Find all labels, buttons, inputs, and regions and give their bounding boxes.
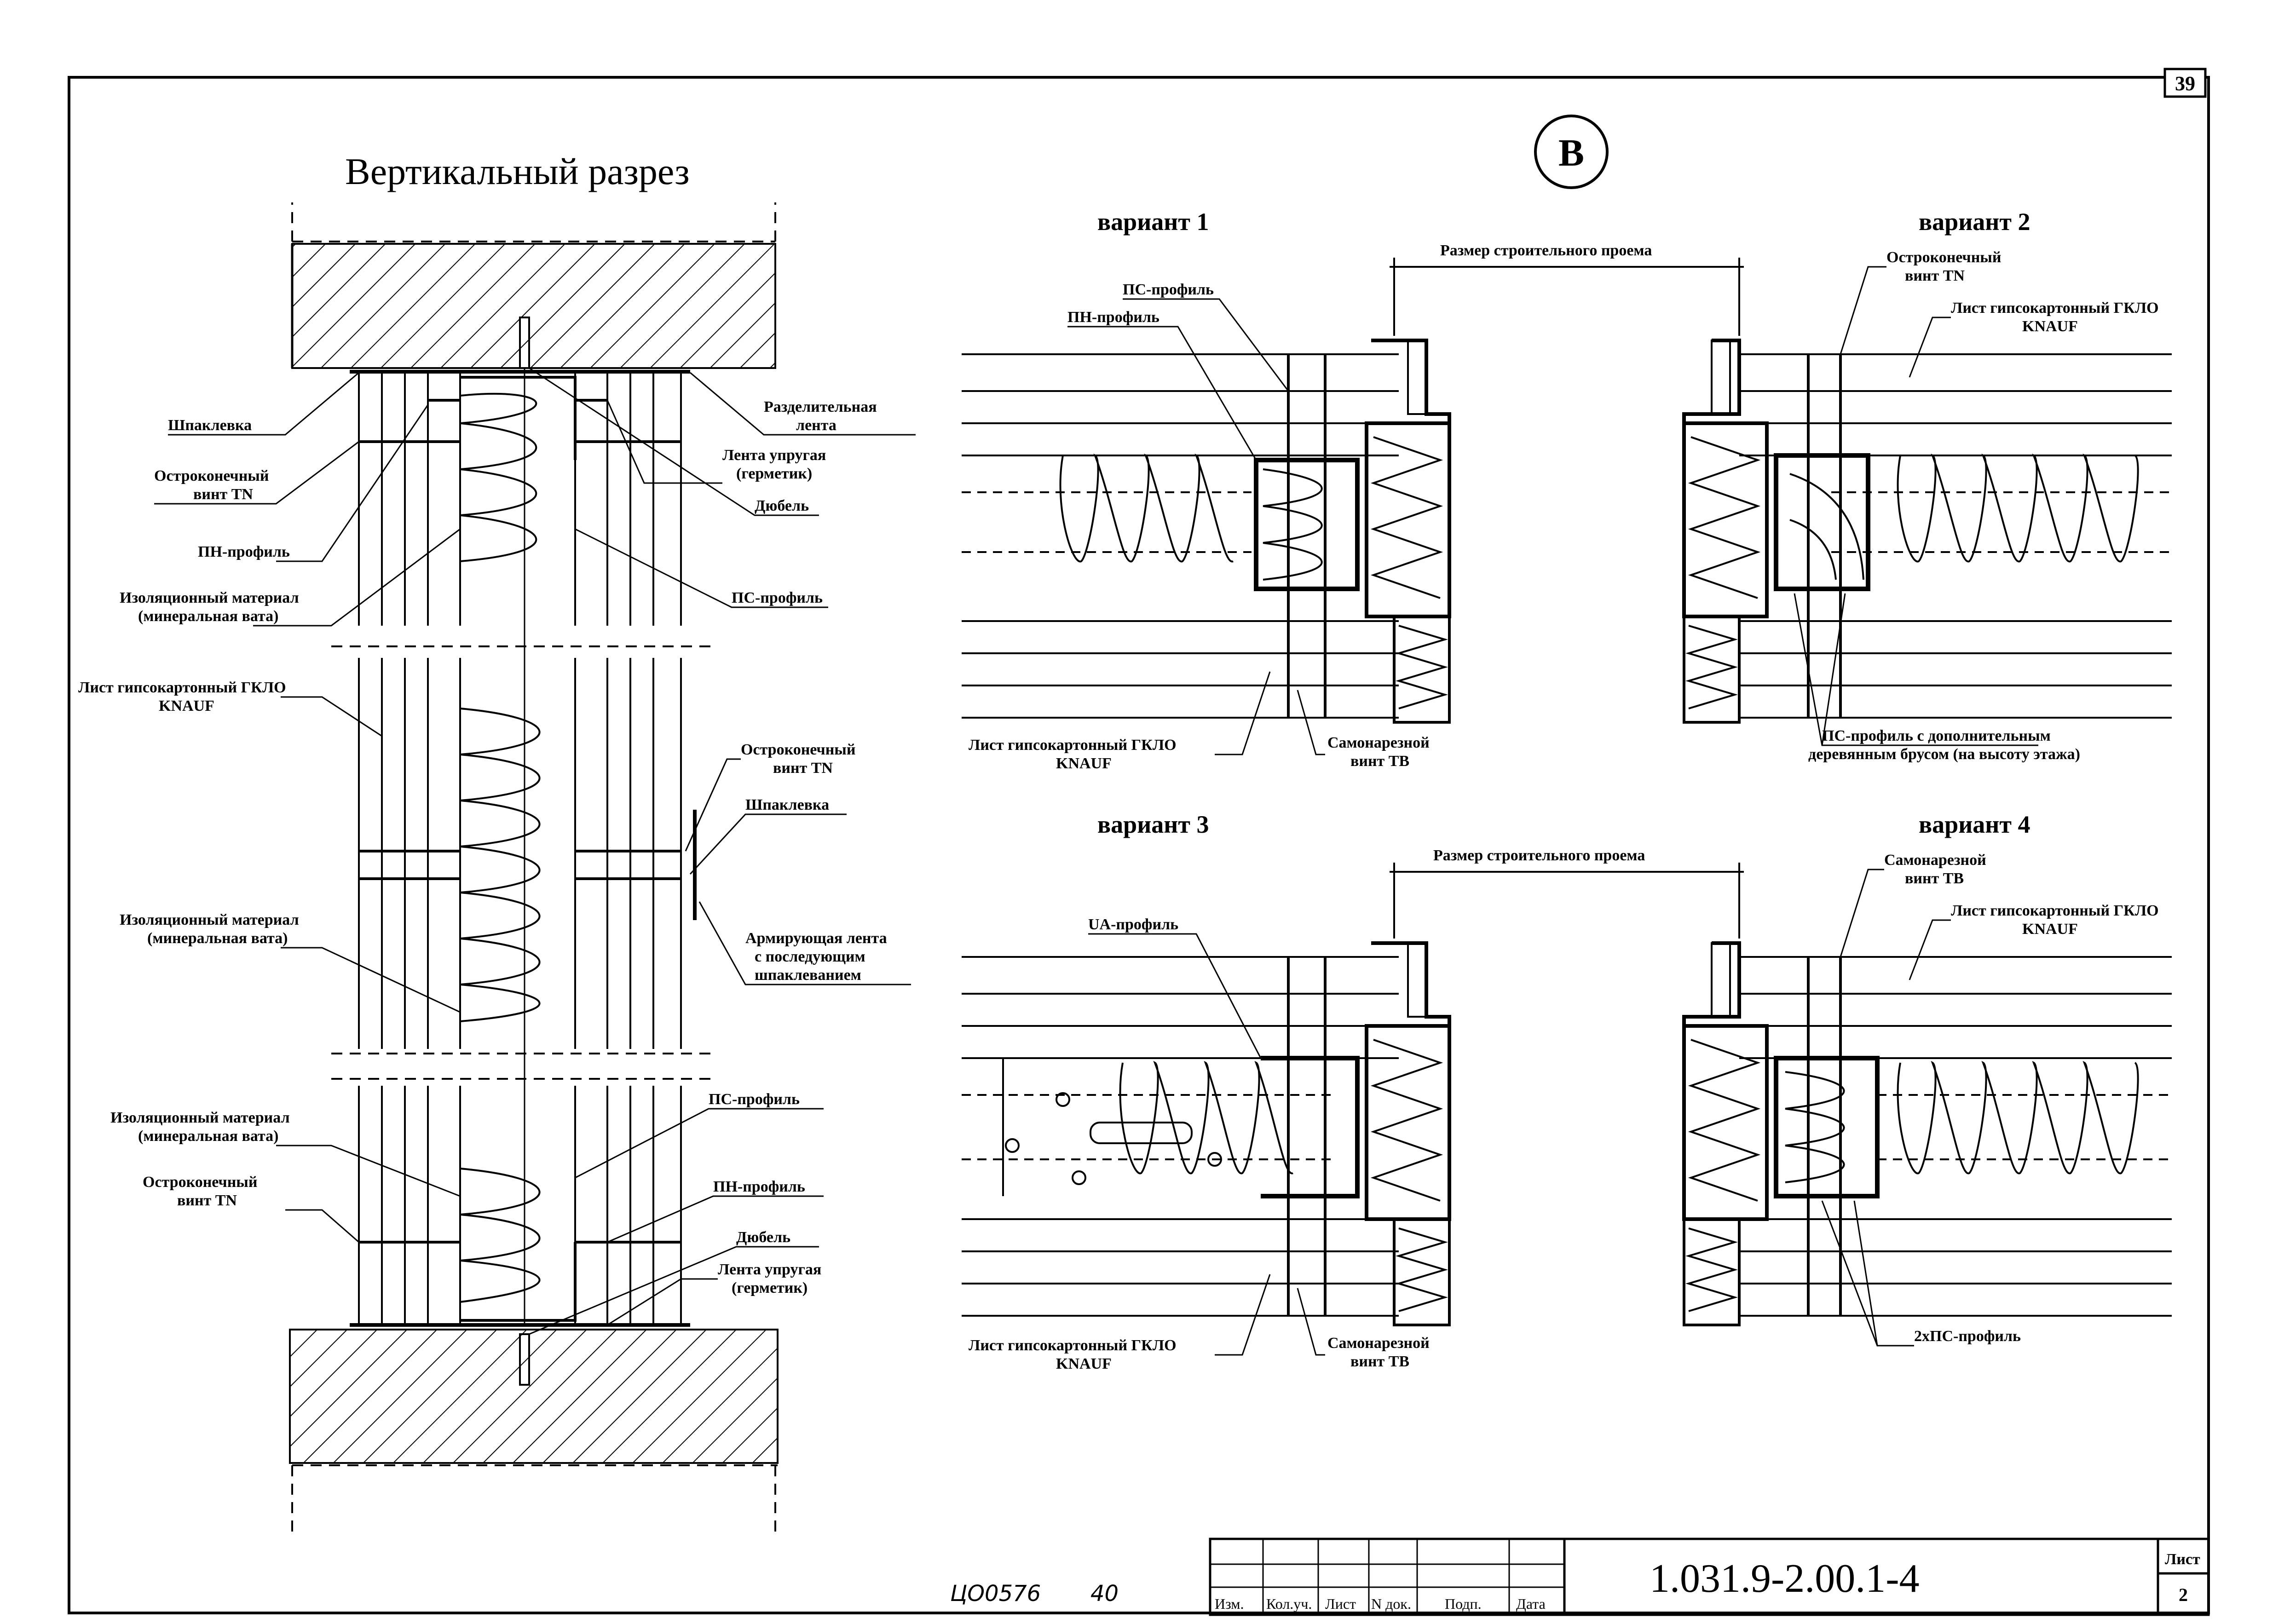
label-pn-top: ПН-профиль (198, 543, 290, 560)
label-izol-mid-2: (минеральная вата) (147, 930, 288, 947)
label-izol-top-2: (минеральная вата) (138, 608, 278, 625)
opening-dimension-top (1390, 258, 1744, 336)
variant-4-labels: Самонарезной винт TB Лист гипсокартонный… (1884, 852, 2159, 1345)
variant-3-labels: UA-профиль Лист гипсокартонный ГКЛО KNAU… (969, 916, 1430, 1372)
variant-1-drawing (962, 339, 1451, 724)
sheet-label: Лист (2165, 1551, 2200, 1568)
label-ostro-top-2: винт TN (193, 486, 253, 503)
section-mark: В (1534, 115, 1609, 189)
vertical-section-labels: Шпаклевка Разделительная лента Остроконе… (78, 398, 887, 1296)
v1-label-gklo-2: KNAUF (1056, 755, 1112, 772)
v3-label-gklo-1: Лист гипсокартонный ГКЛО (969, 1337, 1177, 1354)
variant-1-labels: ПС-профиль ПН-профиль Лист гипсокартонны… (969, 281, 1430, 772)
label-ostro-mid-2: винт TN (773, 760, 833, 777)
variant-4-title: вариант 4 (1919, 811, 2030, 838)
variant-3-leaders (1088, 933, 1325, 1356)
label-armir-2: с последующим (755, 948, 865, 965)
label-izol-bot-2: (минеральная вата) (138, 1128, 278, 1145)
label-lenta-top-1: Лента упругая (722, 447, 826, 464)
page-number-box: 39 (2163, 68, 2207, 98)
label-ostro-bot-1: Остроконечный (143, 1174, 257, 1191)
opening-size-bottom: Размер строительного проема (1433, 847, 1645, 864)
col-list: Лист (1325, 1595, 1356, 1612)
label-lenta-bot-1: Лента упругая (718, 1261, 821, 1278)
label-dubel-bot: Дюбель (736, 1229, 790, 1246)
handwritten-code: ЦО0576 (950, 1581, 1041, 1607)
sheet-value: 2 (2179, 1584, 2188, 1605)
label-shpaklevka-mid: Шпаклевка (745, 796, 829, 813)
v4-label-ps2: 2хПС-профиль (1914, 1328, 2021, 1345)
label-lenta-top-2: (герметик) (736, 465, 812, 482)
page-number: 39 (2175, 72, 2195, 95)
label-dubel-top: Дюбель (755, 497, 809, 514)
variant-3-title: вариант 3 (1097, 811, 1209, 838)
label-lenta-bot-2: (герметик) (732, 1279, 808, 1296)
v4-label-gklo-1: Лист гипсокартонный ГКЛО (1951, 902, 2159, 919)
variant-titles: вариант 1 вариант 2 вариант 3 вариант 4 (1097, 208, 2030, 838)
col-podp: Подп. (1445, 1595, 1482, 1612)
v1-label-pn: ПН-профиль (1067, 309, 1159, 326)
label-armir-3: шпаклеванием (755, 967, 861, 984)
variant-2-labels: Остроконечный винт TN Лист гипсокартонны… (1808, 249, 2159, 763)
label-ostro-top-1: Остроконечный (154, 467, 269, 484)
v2-label-psbrus-2: деревянным брусом (на высоту этажа) (1808, 746, 2080, 763)
left-section-title: Вертикальный разрез (345, 150, 690, 192)
variant-4-leaders (1821, 869, 1951, 1347)
v1-label-gklo-1: Лист гипсокартонный ГКЛО (969, 737, 1177, 754)
title-block (1209, 1538, 2210, 1616)
label-izol-top-1: Изоляционный материал (120, 589, 299, 606)
variant-1-leaders (1067, 298, 1325, 755)
variant-4-drawing (1682, 941, 2172, 1326)
vertical-section-drawing (289, 202, 779, 1537)
handwritten-number: 40 (1090, 1581, 1119, 1607)
label-pn-bot: ПН-профиль (713, 1178, 805, 1195)
v1-label-samo-1: Самонарезной (1327, 734, 1430, 751)
document-code: 1.031.9-2.00.1-4 (1650, 1556, 1920, 1601)
label-ostro-mid-1: Остроконечный (741, 741, 855, 758)
variant-2-leaders (1794, 266, 2038, 746)
label-armir-1: Армирующая лента (745, 930, 887, 947)
col-data: Дата (1516, 1595, 1546, 1612)
label-izol-bot-1: Изоляционный материал (110, 1109, 290, 1126)
v2-label-gklo-2: KNAUF (2022, 318, 2078, 335)
label-ps-top: ПС-профиль (732, 589, 823, 606)
variant-1-title: вариант 1 (1097, 208, 1209, 236)
label-shpaklevka-top: Шпаклевка (168, 417, 252, 434)
vertical-section-leaders (154, 367, 916, 1335)
v3-label-samo-2: винт TB (1350, 1353, 1409, 1370)
v2-label-ostro-1: Остроконечный (1886, 249, 2001, 266)
opening-dimension-bottom (1390, 863, 1744, 939)
variant-2-title: вариант 2 (1919, 208, 2030, 236)
v2-label-psbrus-1: ПС-профиль с дополнительным (1822, 727, 2051, 744)
v1-label-samo-2: винт TB (1350, 753, 1409, 770)
label-razdel-1: Разделительная (764, 398, 877, 415)
variant-3-drawing (962, 941, 1451, 1326)
v3-label-gklo-2: KNAUF (1056, 1355, 1112, 1372)
label-gklo-mid-2: KNAUF (159, 697, 214, 714)
v3-label-ua: UA-профиль (1088, 916, 1178, 933)
variant-2-drawing (1682, 339, 2172, 724)
v4-label-gklo-2: KNAUF (2022, 921, 2078, 938)
label-izol-mid-1: Изоляционный материал (120, 911, 299, 928)
v4-label-samo-2: винт TB (1905, 870, 1964, 887)
label-razdel-2: лента (796, 417, 836, 434)
v2-label-ostro-2: винт TN (1905, 267, 1965, 284)
v2-label-gklo-1: Лист гипсокартонный ГКЛО (1951, 299, 2159, 317)
label-ps-bot: ПС-профиль (709, 1091, 800, 1108)
v4-label-samo-1: Самонарезной (1884, 852, 1986, 869)
v3-label-samo-1: Самонарезной (1327, 1335, 1430, 1352)
title-block-columns: Изм. Кол.уч. Лист N док. Подп. Дата (1215, 1595, 1546, 1612)
opening-size-top: Размер строительного проема (1440, 242, 1652, 259)
label-gklo-mid-1: Лист гипсокартонный ГКЛО (78, 679, 286, 696)
v1-label-ps: ПС-профиль (1123, 281, 1214, 298)
label-ostro-bot-2: винт TN (177, 1192, 237, 1209)
col-koluch: Кол.уч. (1266, 1595, 1312, 1612)
col-izm: Изм. (1215, 1595, 1244, 1612)
section-letter: В (1558, 132, 1584, 174)
col-ndok: N док. (1371, 1595, 1411, 1612)
